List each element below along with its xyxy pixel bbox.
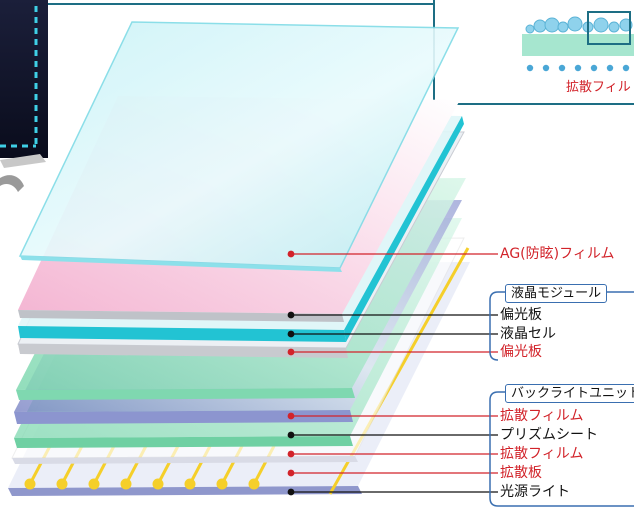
label-polarizer-bottom: 偏光板 (500, 344, 542, 360)
leader-lines (291, 253, 498, 493)
label-prism-sheet: プリズムシート (500, 427, 598, 443)
magnified-inset (48, 0, 634, 105)
label-polarizer-top: 偏光板 (500, 307, 542, 323)
leader-dots (287, 250, 295, 496)
label-light-source: 光源ライト (500, 484, 570, 500)
label-liquid-crystal-cell: 液晶セル (500, 326, 556, 342)
label-ag-film: AG(防眩)フィルム (500, 246, 615, 262)
lcd-module-bracket (489, 291, 634, 361)
zoom-frame (587, 11, 631, 45)
group-title-backlight-unit: バックライトユニット (505, 384, 634, 403)
label-diffuser-plate: 拡散板 (500, 465, 542, 481)
group-title-lcd-module: 液晶モジュール (505, 284, 608, 303)
label-diffusion-film-1: 拡散フィルム (500, 408, 584, 424)
layer-ag-film (18, 21, 460, 272)
label-diffusion-film-2: 拡散フィルム (500, 446, 584, 462)
backlight-unit-bracket (489, 391, 634, 507)
tv-illustration (0, 0, 48, 192)
inset-caption: 拡散フィル (566, 80, 631, 95)
